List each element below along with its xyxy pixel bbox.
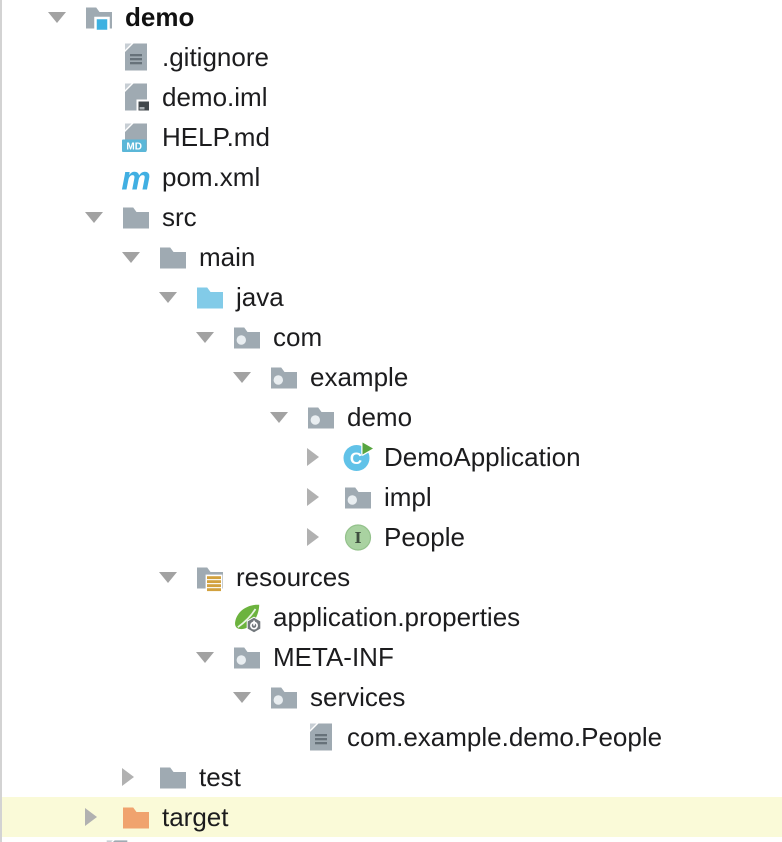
resources-root-folder-icon — [194, 561, 226, 593]
chevron-slot — [307, 528, 342, 546]
chevron-expanded-icon[interactable] — [196, 651, 214, 663]
item-label: DemoApplication — [384, 442, 581, 472]
project-folder-icon — [83, 1, 115, 33]
tree-item-application.properties[interactable]: application.properties — [2, 597, 782, 637]
tree-item-demo.iml[interactable]: demo.iml — [2, 77, 782, 117]
tree-item-example[interactable]: example — [2, 357, 782, 397]
chevron-slot — [307, 448, 342, 466]
item-label: services — [310, 682, 406, 712]
package-folder-icon — [342, 481, 374, 513]
item-label: com — [273, 322, 323, 352]
item-label: impl — [384, 482, 432, 512]
chevron-collapsed-icon[interactable] — [85, 808, 97, 826]
chevron-expanded-icon[interactable] — [85, 211, 103, 223]
item-label: .gitignore — [162, 42, 269, 72]
item-label: src — [162, 202, 197, 232]
tree-item-main[interactable]: main — [2, 237, 782, 277]
chevron-collapsed-icon[interactable] — [307, 448, 319, 466]
tree-item-.gitignore[interactable]: .gitignore — [2, 37, 782, 77]
folder-icon — [157, 241, 189, 273]
tree-item-src[interactable]: src — [2, 197, 782, 237]
package-folder-icon — [305, 401, 337, 433]
item-label: META-INF — [273, 642, 394, 672]
markdown-file-icon: MD — [120, 121, 152, 153]
chevron-expanded-icon[interactable] — [233, 691, 251, 703]
chevron-expanded-icon[interactable] — [270, 411, 288, 423]
tree-item-meta-inf[interactable]: META-INF — [2, 637, 782, 677]
chevron-collapsed-icon[interactable] — [307, 528, 319, 546]
tree-item-com.example.demo.people[interactable]: com.example.demo.People — [2, 717, 782, 757]
module-file-icon — [120, 81, 152, 113]
tree-item-java[interactable]: java — [2, 277, 782, 317]
tree-item-com[interactable]: com — [2, 317, 782, 357]
tree-item-pom.xml[interactable]: m pom.xml — [2, 157, 782, 197]
chevron-slot — [85, 211, 120, 223]
text-file-icon — [305, 721, 337, 753]
chevron-slot — [196, 651, 231, 663]
item-label: target — [162, 802, 229, 832]
item-label: com.example.demo.People — [347, 722, 663, 752]
svg-text:m: m — [121, 161, 150, 193]
chevron-expanded-icon[interactable] — [159, 571, 177, 583]
item-label: java — [236, 282, 284, 312]
chevron-expanded-icon[interactable] — [48, 11, 66, 23]
partial-next-row-file-icon — [102, 838, 132, 842]
source-root-folder-icon — [194, 281, 226, 313]
chevron-expanded-icon[interactable] — [233, 371, 251, 383]
spring-boot-config-icon — [231, 601, 263, 633]
tree-item-demoapplication[interactable]: C DemoApplication — [2, 437, 782, 477]
tree-item-target[interactable]: target — [2, 797, 782, 837]
text-file-icon — [120, 41, 152, 73]
chevron-slot — [122, 768, 157, 786]
tree-item-test[interactable]: test — [2, 757, 782, 797]
svg-text:MD: MD — [126, 141, 142, 152]
item-label: demo — [347, 402, 413, 432]
item-label: main — [199, 242, 256, 272]
chevron-slot — [307, 488, 342, 506]
chevron-slot — [159, 291, 194, 303]
item-label: example — [310, 362, 409, 392]
folder-icon — [157, 761, 189, 793]
chevron-slot — [122, 251, 157, 263]
chevron-slot — [159, 571, 194, 583]
svg-text:I: I — [354, 529, 361, 547]
java-interface-icon: I — [342, 521, 374, 553]
tree-item-services[interactable]: services — [2, 677, 782, 717]
tree-item-demo[interactable]: demo — [2, 397, 782, 437]
tree-item-people[interactable]: I People — [2, 517, 782, 557]
package-folder-icon — [231, 321, 263, 353]
maven-icon: m — [120, 161, 152, 193]
tree-item-impl[interactable]: impl — [2, 477, 782, 517]
chevron-expanded-icon[interactable] — [159, 291, 177, 303]
chevron-slot — [233, 371, 268, 383]
chevron-expanded-icon[interactable] — [122, 251, 140, 263]
item-label: demo.iml — [162, 82, 268, 112]
chevron-slot — [196, 331, 231, 343]
item-label: pom.xml — [162, 162, 261, 192]
svg-text:C: C — [350, 449, 362, 468]
chevron-collapsed-icon[interactable] — [307, 488, 319, 506]
package-folder-icon — [231, 641, 263, 673]
tree-item-resources[interactable]: resources — [2, 557, 782, 597]
excluded-folder-icon — [120, 801, 152, 833]
item-label: demo — [125, 2, 195, 32]
java-class-runnable-icon: C — [342, 441, 374, 473]
item-label: People — [384, 522, 465, 552]
chevron-expanded-icon[interactable] — [196, 331, 214, 343]
item-label: resources — [236, 562, 351, 592]
chevron-collapsed-icon[interactable] — [122, 768, 134, 786]
item-label: test — [199, 762, 241, 792]
item-label: HELP.md — [162, 122, 270, 152]
chevron-slot — [85, 808, 120, 826]
chevron-slot — [270, 411, 305, 423]
tree-item-demo[interactable]: demo — [2, 0, 782, 37]
package-folder-icon — [268, 681, 300, 713]
chevron-slot — [233, 691, 268, 703]
tree-item-help.md[interactable]: MD HELP.md — [2, 117, 782, 157]
item-label: application.properties — [273, 602, 521, 632]
chevron-slot — [48, 11, 83, 23]
package-folder-icon — [268, 361, 300, 393]
folder-icon — [120, 201, 152, 233]
